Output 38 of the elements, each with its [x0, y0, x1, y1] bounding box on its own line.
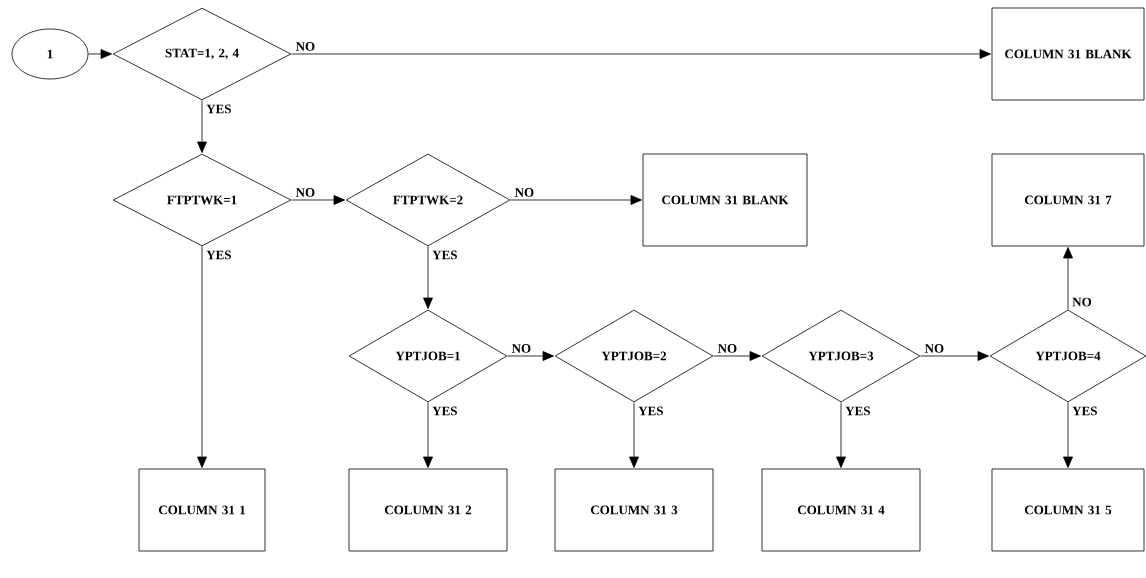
arrow — [510, 195, 642, 205]
edge-label: NO — [1071, 296, 1093, 308]
arrow — [423, 246, 433, 309]
arrow — [836, 402, 846, 468]
edge-label: NO — [923, 343, 946, 354]
edge-label: YES — [1071, 405, 1099, 417]
process-box: COLUMN 31 5 — [991, 468, 1145, 552]
edge-label: NO — [513, 187, 536, 198]
edge-label: YES — [431, 405, 459, 417]
arrow — [291, 195, 345, 205]
process-box: COLUMN 31 2 — [348, 468, 508, 552]
arrow — [423, 402, 433, 468]
edge-label: NO — [510, 343, 533, 354]
edge-label: YES — [205, 103, 233, 115]
edge-label: NO — [294, 41, 317, 52]
arrow — [197, 246, 207, 468]
arrow — [713, 351, 761, 361]
edge-label: YES — [844, 405, 872, 417]
edge-label: NO — [294, 187, 317, 198]
edge-label: YES — [205, 249, 233, 261]
process-box: COLUMN 31 BLANK — [991, 7, 1145, 101]
edge-label: YES — [637, 405, 665, 417]
arrow — [507, 351, 554, 361]
arrow — [1063, 402, 1073, 468]
edge-label: YES — [431, 249, 459, 261]
arrow — [1063, 247, 1073, 310]
arrow — [920, 351, 989, 361]
process-box: COLUMN 31 4 — [761, 468, 921, 552]
arrow — [291, 49, 991, 59]
process-box: COLUMN 31 7 — [991, 153, 1145, 247]
process-box: COLUMN 31 BLANK — [642, 153, 808, 247]
connector-oval: 1 — [11, 28, 89, 80]
edge-label: NO — [716, 343, 739, 354]
arrow — [197, 100, 207, 153]
arrow — [88, 49, 112, 59]
process-box: COLUMN 31 1 — [138, 468, 266, 552]
arrow — [629, 402, 639, 468]
process-box: COLUMN 31 3 — [554, 468, 714, 552]
